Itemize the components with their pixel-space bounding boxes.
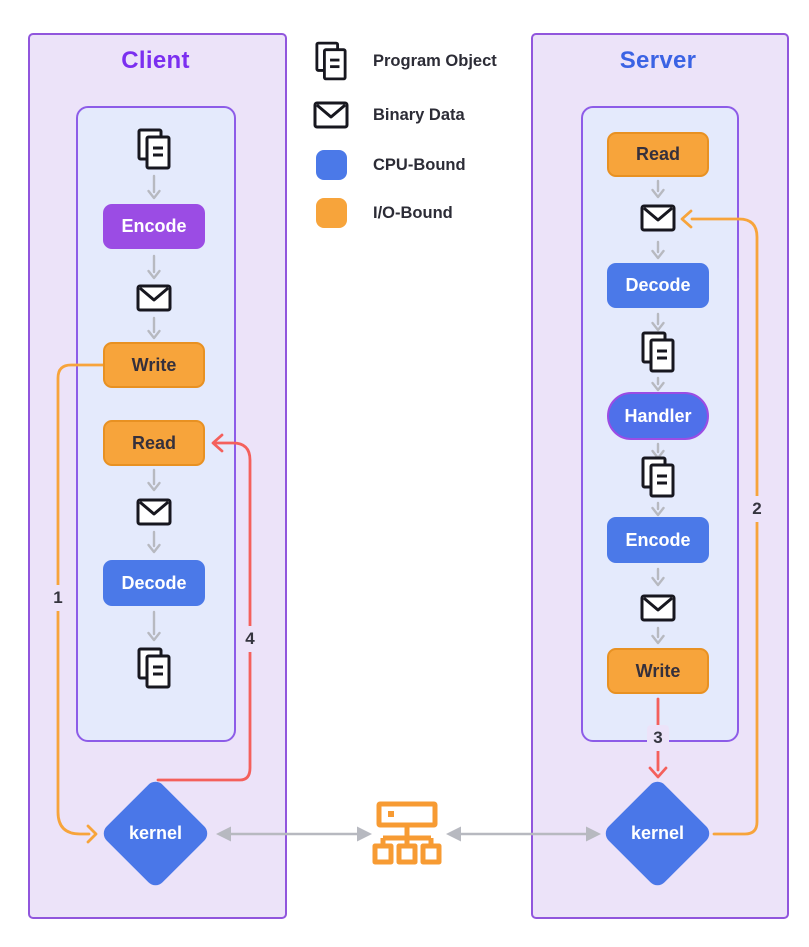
legend-item-binary-data: Binary Data xyxy=(313,95,465,135)
cpu-bound-swatch xyxy=(315,150,347,180)
legend-label: I/O-Bound xyxy=(373,203,453,222)
client-kernel-node: kernel xyxy=(99,777,212,890)
binary-data-icon xyxy=(640,594,676,622)
binary-data-icon xyxy=(136,284,172,312)
edge-label-2: 2 xyxy=(746,496,768,522)
legend-label: Binary Data xyxy=(373,105,465,124)
edge-label-3: 3 xyxy=(647,725,669,751)
server-kernel-node: kernel xyxy=(601,777,714,890)
legend-item-io-bound: I/O-Bound xyxy=(313,193,453,233)
client-read-node: Read xyxy=(103,420,205,466)
client-title: Client xyxy=(121,47,190,74)
legend-label: CPU-Bound xyxy=(373,155,466,174)
client-encode-node: Encode xyxy=(103,204,205,249)
legend-item-cpu-bound: CPU-Bound xyxy=(313,145,466,185)
edge-label-4: 4 xyxy=(239,626,261,652)
io-bound-swatch xyxy=(315,198,347,228)
client-decode-node: Decode xyxy=(103,560,205,606)
program-object-icon xyxy=(641,456,675,498)
server-kernel-label: kernel xyxy=(630,822,685,843)
edge-label-1: 1 xyxy=(47,585,69,611)
server-write-node: Write xyxy=(607,648,709,694)
program-object-icon xyxy=(137,128,171,170)
program-object-icon xyxy=(137,647,171,689)
client-kernel-label: kernel xyxy=(128,822,183,843)
program-object-icon xyxy=(641,331,675,373)
server-encode-node: Encode xyxy=(607,517,709,563)
program-object-icon xyxy=(315,41,347,81)
binary-data-icon xyxy=(136,498,172,526)
hub-indicator-dot xyxy=(388,811,394,817)
client-write-node: Write xyxy=(103,342,205,388)
legend-label: Program Object xyxy=(373,51,497,70)
server-handler-node: Handler xyxy=(607,392,709,440)
legend-item-program-object: Program Object xyxy=(313,41,497,81)
network-hub-icon xyxy=(372,801,442,865)
binary-data-icon xyxy=(313,101,349,129)
server-read-node: Read xyxy=(607,132,709,177)
binary-data-icon xyxy=(640,204,676,232)
server-decode-node: Decode xyxy=(607,263,709,308)
server-title: Server xyxy=(619,47,697,74)
